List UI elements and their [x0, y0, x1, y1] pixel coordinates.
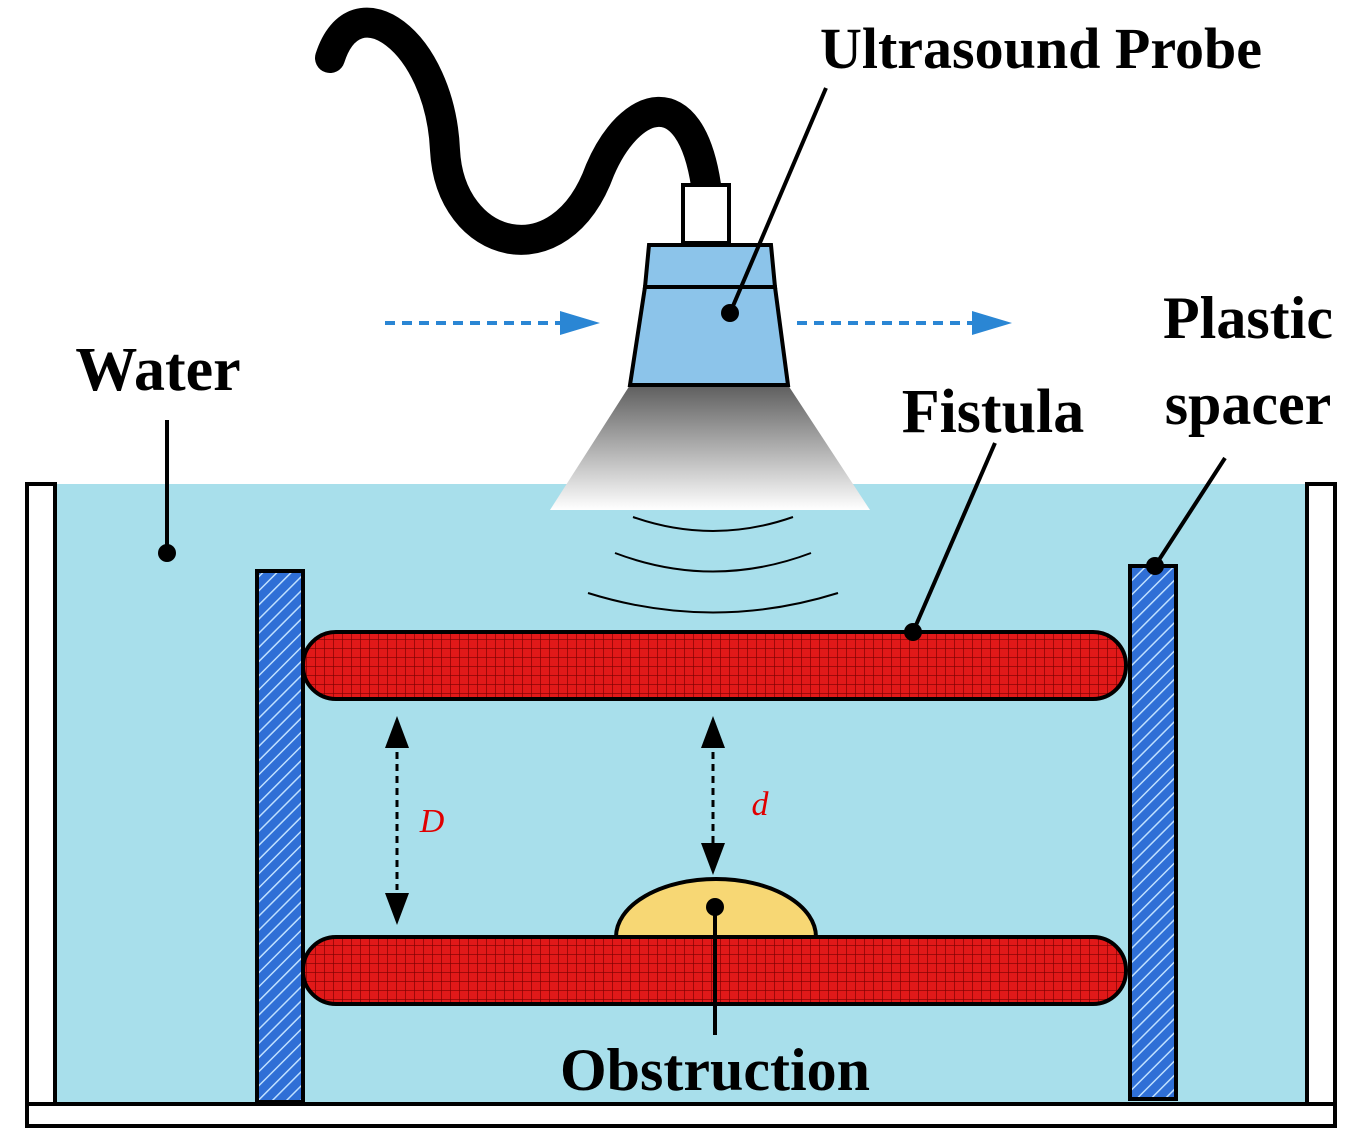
label-water: Water — [75, 336, 240, 404]
label-spacer: spacer — [1165, 371, 1332, 437]
leader-dots — [158, 304, 1164, 916]
dimension-d-head-top — [701, 716, 725, 748]
tank-wall-right — [1305, 482, 1337, 1106]
label-D: D — [419, 803, 445, 840]
label-ultrasound-probe: Ultrasound Probe — [820, 16, 1262, 81]
fistula-upper — [301, 630, 1128, 701]
spacer-left — [255, 569, 305, 1104]
tank-base — [25, 1102, 1337, 1128]
label-d: d — [752, 786, 770, 823]
tank-wall-left — [25, 482, 57, 1106]
ultrasound-probe — [627, 183, 791, 387]
label-fistula: Fistula — [902, 378, 1085, 446]
dimension-d-head-bottom — [701, 843, 725, 875]
dimension-D-head-bottom — [385, 893, 409, 925]
ultrasound-waves — [587, 516, 839, 614]
leader-lines — [165, 87, 1227, 1035]
spacer-right — [1128, 564, 1178, 1101]
arrow-head-right — [972, 311, 1012, 335]
arrow-head-left — [560, 311, 600, 335]
ultrasound-beam — [550, 385, 870, 510]
probe-cable — [315, 7, 721, 255]
water — [55, 484, 1307, 1104]
label-plastic: Plastic — [1163, 285, 1333, 351]
dimension-D-head-top — [385, 716, 409, 748]
label-obstruction: Obstruction — [560, 1037, 870, 1103]
